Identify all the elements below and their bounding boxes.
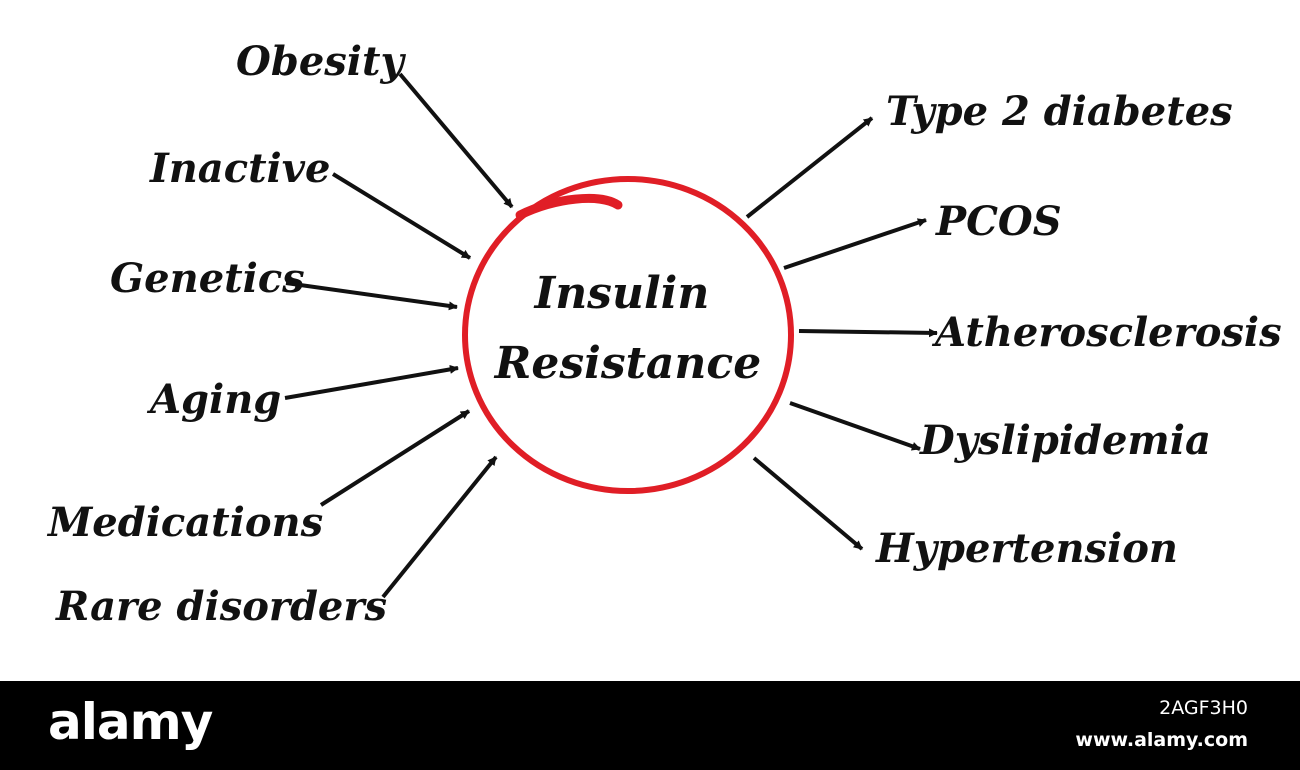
- arrow-inactive: [331, 172, 472, 260]
- arrow-pcos: [783, 218, 927, 270]
- brand-logo: alamy: [48, 693, 213, 751]
- arrow-medications: [319, 409, 471, 507]
- arrow-genetics: [285, 281, 458, 311]
- cause-rare-disorders: Rare disorders: [55, 583, 387, 630]
- center-ring: [462, 176, 794, 494]
- cause-medications: Medications: [46, 499, 323, 546]
- arrow-obesity: [398, 72, 514, 209]
- arrow-aging: [284, 364, 459, 400]
- cause-aging: Aging: [146, 376, 281, 423]
- ring-stroke-start: [515, 193, 623, 220]
- arrow-hypertension: [752, 456, 864, 551]
- arrow-rare-disorders: [381, 455, 498, 599]
- center-label-line1: Insulin: [533, 268, 710, 319]
- effect-dyslipidemia: Dyslipidemia: [919, 417, 1211, 464]
- cause-inactive: Inactive: [149, 145, 330, 192]
- arrow-atherosclerosis: [798, 328, 938, 338]
- image-id: 2AGF3H0: [1159, 697, 1248, 719]
- diagram: Insulin Resistance Obesity Inactive Gene…: [46, 38, 1282, 630]
- watermark-footer: alamy 2AGF3H0 www.alamy.com: [0, 681, 1300, 770]
- center-label-line2: Resistance: [493, 338, 761, 389]
- effect-pcos: PCOS: [935, 198, 1062, 245]
- cause-genetics: Genetics: [110, 255, 305, 302]
- effect-hypertension: Hypertension: [875, 525, 1178, 572]
- effect-type-2-diabetes: Type 2 diabetes: [886, 88, 1233, 135]
- effect-atherosclerosis: Atherosclerosis: [931, 309, 1282, 356]
- arrow-type-2-diabetes: [745, 116, 874, 219]
- site-url: www.alamy.com: [1075, 729, 1248, 751]
- arrow-dyslipidemia: [789, 401, 921, 451]
- ring-outline: [462, 176, 794, 494]
- cause-obesity: Obesity: [236, 38, 406, 85]
